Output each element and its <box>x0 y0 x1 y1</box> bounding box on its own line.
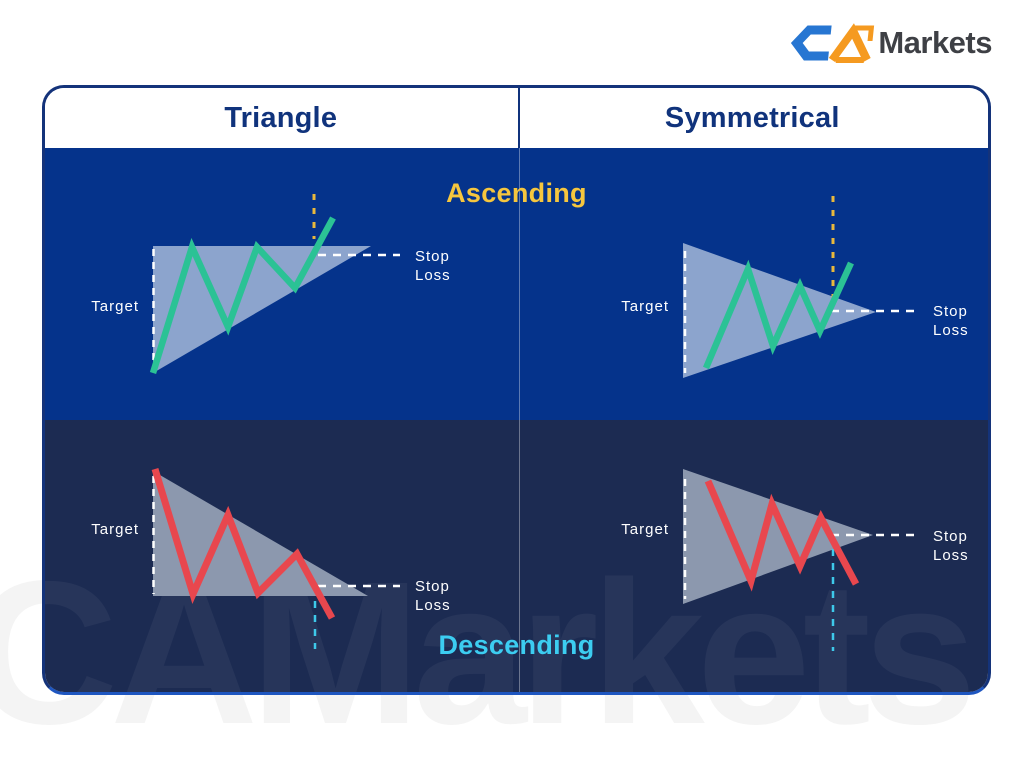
symmetrical-ascending-shape <box>683 243 876 378</box>
target-label: Target <box>621 298 669 315</box>
target-label: Target <box>91 521 139 538</box>
logo-a-glyph <box>829 23 871 63</box>
column-header-triangle: Triangle <box>224 101 338 134</box>
stop-loss-line1: Stop <box>933 528 968 545</box>
descending-triangle-diagram <box>151 467 400 649</box>
symmetrical-ascending-diagram <box>683 196 915 378</box>
column-header-symmetrical: Symmetrical <box>664 101 840 134</box>
descending-triangle-price-line <box>151 467 336 620</box>
card-body: CAMarkets Ascending Descending <box>45 148 988 692</box>
pattern-diagrams <box>149 194 918 651</box>
symmetrical-descending-price-line <box>704 479 860 592</box>
brand-logo-ca-icon <box>791 23 875 63</box>
stop-loss-line2: Loss <box>933 322 969 339</box>
symmetrical-ascending-price-line <box>703 259 854 370</box>
header-column-divider <box>518 88 520 148</box>
target-label: Target <box>91 298 139 315</box>
target-label: Target <box>621 521 669 538</box>
symmetrical-descending-diagram <box>683 469 918 651</box>
ascending-triangle-price-line <box>149 216 336 374</box>
symmetrical-descending-shape <box>683 469 873 604</box>
logo-c-glyph <box>791 25 832 61</box>
triangle-patterns-card: Triangle Symmetrical CAMarkets Ascending… <box>42 85 991 695</box>
row-label-ascending: Ascending <box>446 178 587 208</box>
stop-loss-line2: Loss <box>415 597 451 614</box>
stop-loss-line2: Loss <box>933 547 969 564</box>
stop-loss-label: Stop Loss <box>415 577 451 615</box>
stop-loss-label: Stop Loss <box>933 527 969 565</box>
stop-loss-line1: Stop <box>415 578 450 595</box>
ascending-triangle-diagram <box>149 194 400 374</box>
logo-a-flag <box>853 25 875 41</box>
brand-logo-text: Markets <box>878 25 992 60</box>
stop-loss-line1: Stop <box>415 248 450 265</box>
brand-logo: Markets <box>788 22 992 64</box>
stop-loss-label: Stop Loss <box>415 247 451 285</box>
stop-loss-line1: Stop <box>933 303 968 320</box>
row-label-descending: Descending <box>438 630 595 660</box>
stop-loss-label: Stop Loss <box>933 302 969 340</box>
stop-loss-line2: Loss <box>415 267 451 284</box>
card-header: Triangle Symmetrical <box>45 88 988 148</box>
body-column-divider <box>518 148 520 692</box>
